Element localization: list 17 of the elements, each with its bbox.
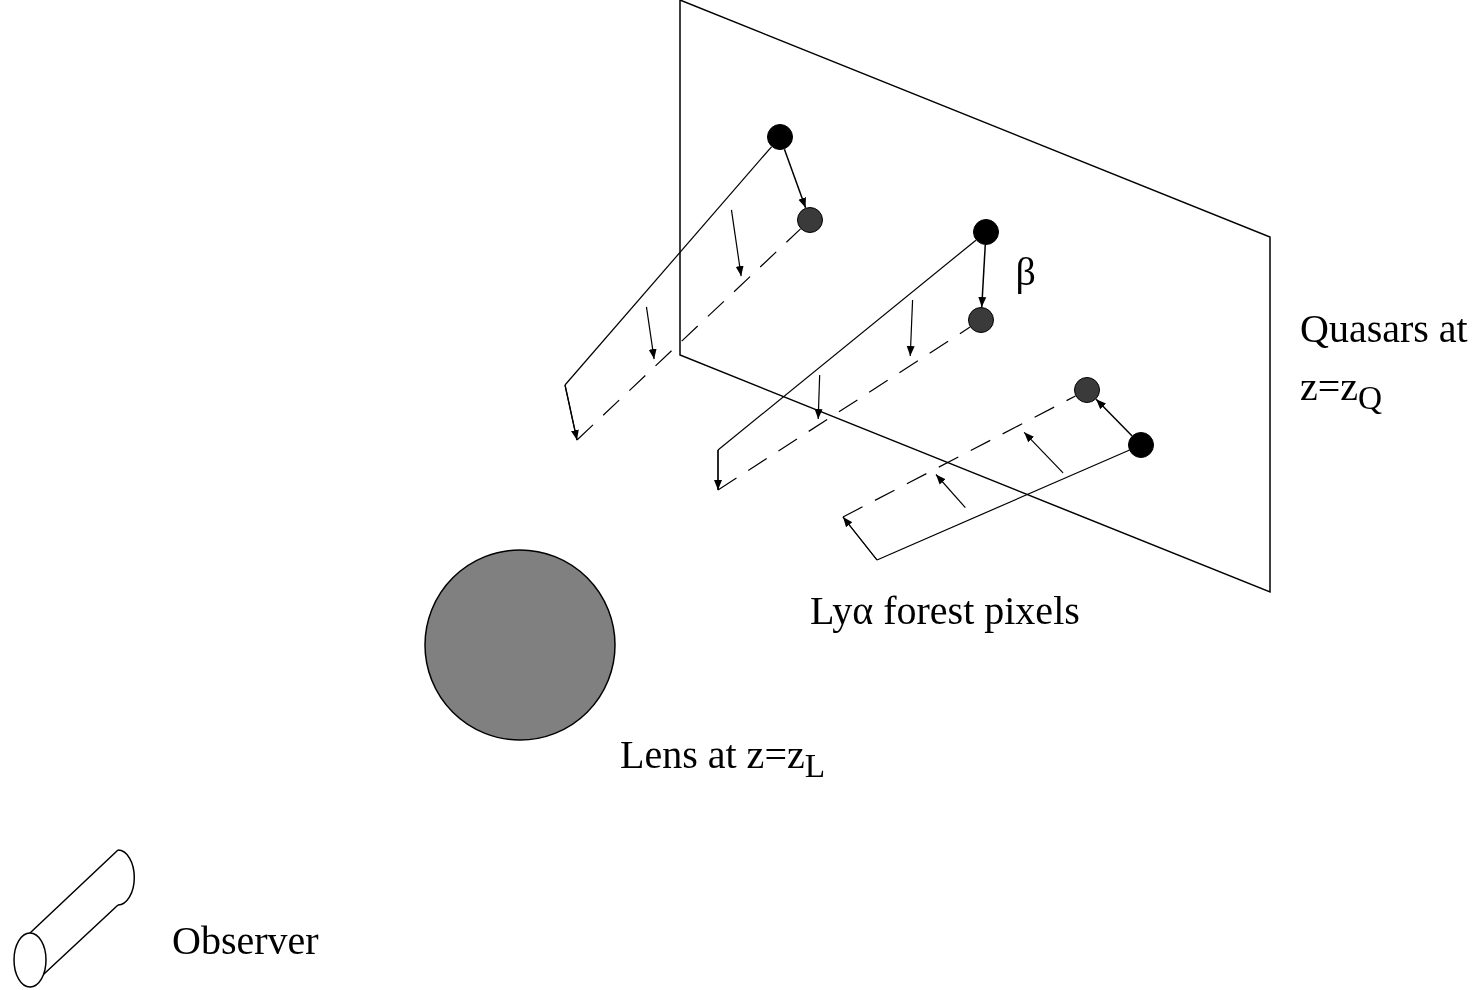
arrow <box>783 148 807 209</box>
image-dot <box>1074 377 1100 403</box>
lens-label: Lens at z=z$_{L}$ <box>620 731 826 786</box>
plane-label: Quasars at z=z$_{Q}$ <box>1300 305 1469 418</box>
light-ray <box>564 146 802 441</box>
light-ray <box>842 395 1130 561</box>
arrow <box>978 244 987 308</box>
quasar-dot <box>1128 432 1154 458</box>
quasar-dot <box>973 219 999 245</box>
image-dot <box>968 307 994 333</box>
observer-label: Observer <box>172 917 319 965</box>
quasar-dot <box>767 124 793 150</box>
light-ray <box>717 239 977 491</box>
edge-label: β <box>1015 248 1036 296</box>
image-dot <box>797 207 823 233</box>
forest-label: Lyα forest pixels <box>810 587 1080 635</box>
arrow <box>1095 398 1133 437</box>
